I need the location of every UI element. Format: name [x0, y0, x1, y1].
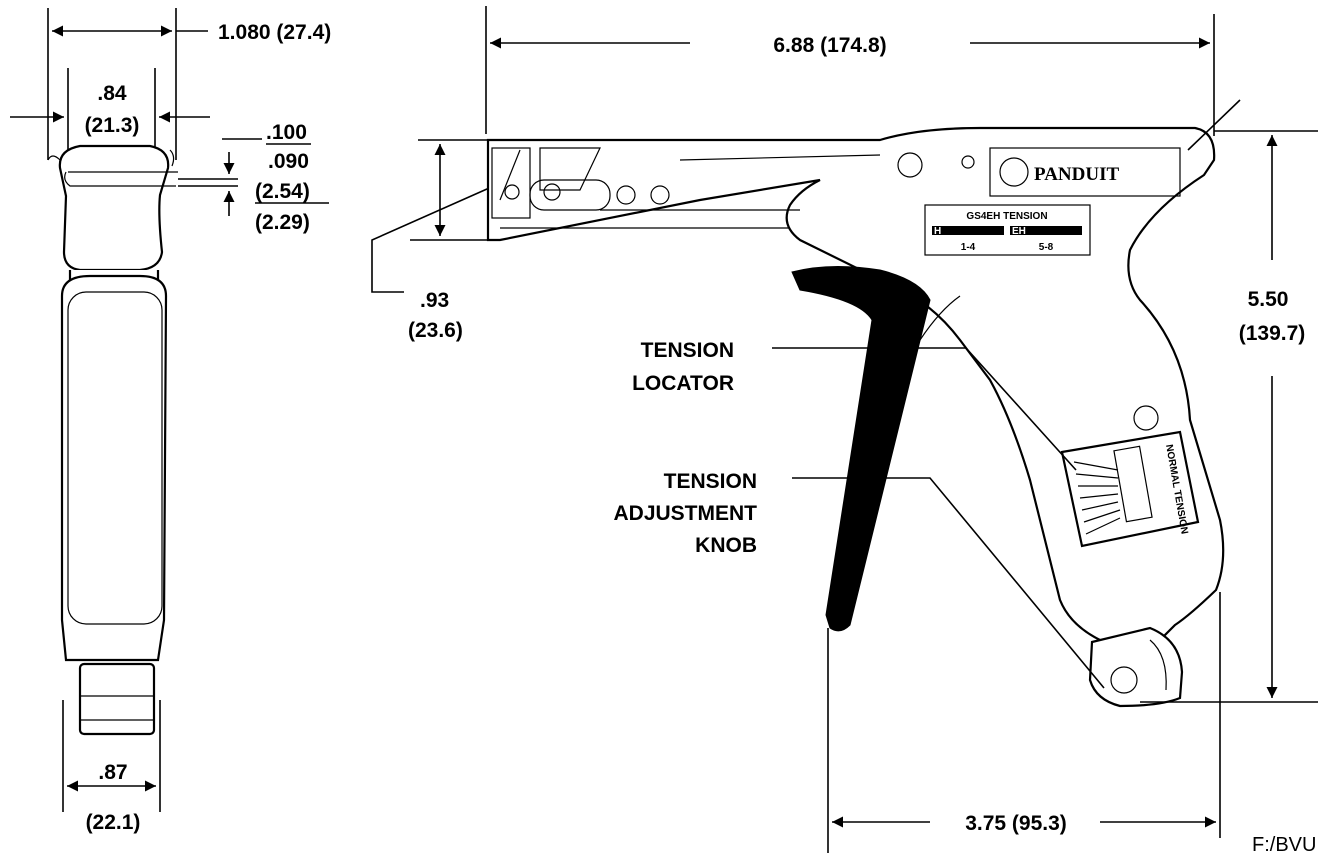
hook-hole [1110, 666, 1138, 694]
callouts: TENSION LOCATOR TENSION ADJUSTMENT KNOB [613, 339, 1105, 689]
tension-dial-ticks [1073, 461, 1121, 535]
body-hole-1 [897, 152, 923, 178]
hook-slot [1149, 639, 1167, 691]
adjust-knob-line2: ADJUSTMENT [613, 502, 757, 525]
file-reference: F:/BVU [1252, 834, 1316, 853]
grip-hole [1133, 405, 1159, 431]
side-head-outline [58, 144, 170, 272]
adjust-knob-leader [792, 477, 1105, 689]
tension-right-bar [1010, 226, 1082, 235]
tension-plate [924, 204, 1091, 256]
tension-left-bar [932, 226, 1004, 235]
slot-lower-edge [64, 171, 176, 187]
adjust-knob-line3: KNOB [695, 534, 757, 557]
overall-width-label: 1.080 (27.4) [218, 21, 331, 44]
barrel-line-3 [679, 154, 881, 161]
tension-left-tag: H [934, 226, 941, 237]
slot-upper-mm: (2.54) [255, 180, 310, 203]
trigger-handle [791, 265, 931, 632]
bottom-width-in: .87 [98, 761, 127, 784]
side-handle-inset [67, 291, 163, 625]
bottom-tie-hook [1088, 626, 1184, 708]
nose-pin [504, 184, 520, 200]
tension-locator-line2: LOCATOR [632, 372, 734, 395]
slot-upper-in: .100 [266, 121, 307, 144]
adjust-knob-line1: TENSION [664, 470, 757, 493]
nose-leader [371, 184, 497, 293]
cutoff-lever-rod [1187, 99, 1241, 151]
side-view: 1.080 (27.4) .84 (21.3) .100 .090 (2.54)… [10, 8, 331, 834]
side-bottom-foot [78, 662, 156, 736]
tension-locator-leader [772, 347, 1077, 471]
side-head-lip-right [169, 149, 175, 167]
overall-height-in: 5.50 [1248, 288, 1289, 311]
tension-plate-title: GS4EH TENSION [966, 211, 1047, 222]
side-handle-outline [60, 274, 168, 662]
bottom-width-mm: (22.1) [86, 811, 141, 834]
link-pin [543, 183, 561, 201]
cutter-blade [539, 147, 601, 191]
body-hole-2 [961, 155, 975, 169]
tension-dial-knob [1113, 445, 1153, 523]
overall-height-mm: (139.7) [1239, 322, 1306, 345]
head-width-mm: (21.3) [85, 114, 140, 137]
screw-head-1 [616, 185, 636, 205]
head-width-in: .84 [97, 82, 127, 105]
tension-right-range: 5-8 [1039, 242, 1054, 253]
nose-block [491, 147, 531, 219]
overall-length-label: 6.88 (174.8) [773, 34, 886, 57]
tension-locator-line1: TENSION [641, 339, 734, 362]
side-head-lip-left [47, 155, 61, 161]
screw-head-2 [650, 185, 670, 205]
nose-height-mm: (23.6) [408, 319, 463, 342]
brand-name: PANDUIT [1034, 164, 1119, 185]
front-view: 6.88 (174.8) .93 (23.6) PANDUIT [371, 6, 1318, 853]
link-bar [529, 179, 611, 211]
nose-height-in: .93 [420, 289, 449, 312]
nose-cutter [499, 149, 521, 201]
tension-left-range: 1-4 [961, 242, 976, 253]
trigger-pivot-line [919, 295, 961, 341]
grip-span-label: 3.75 (95.3) [965, 812, 1067, 835]
slot-lower-in: .090 [268, 150, 309, 173]
tension-right-tag: EH [1012, 226, 1026, 237]
brand-badge [989, 147, 1181, 197]
brand-logo-icon [999, 157, 1029, 187]
slot-lower-mm: (2.29) [255, 211, 310, 234]
